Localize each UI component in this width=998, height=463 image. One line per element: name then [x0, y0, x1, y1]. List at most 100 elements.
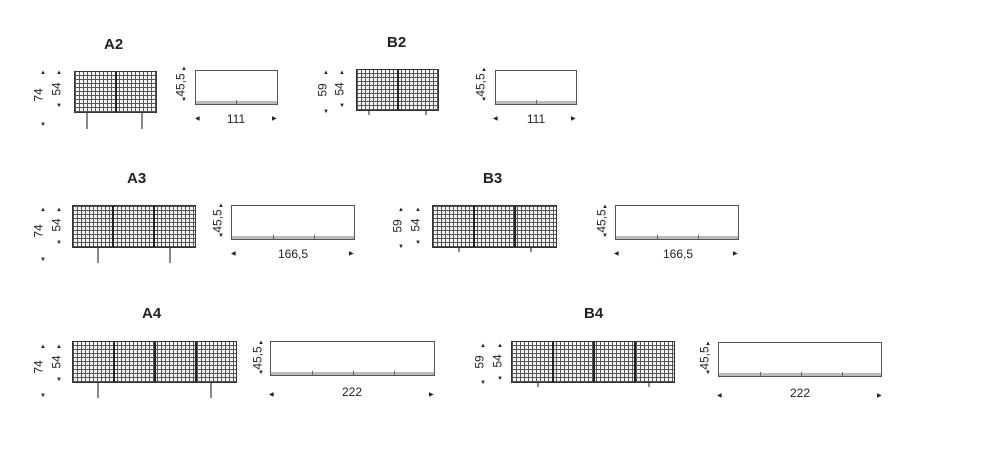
- arrow-down-icon: ▼: [481, 97, 487, 103]
- front-elevation: [72, 205, 196, 248]
- height-total-label: 59: [315, 83, 330, 97]
- height-body-label: 54: [49, 355, 64, 369]
- plan-tick: [314, 235, 315, 239]
- front-elevation: [72, 341, 237, 383]
- arrow-down-icon: ▼: [415, 240, 421, 246]
- arrow-down-icon: ▼: [398, 244, 404, 250]
- plan-tick: [312, 371, 313, 375]
- arrow-up-icon: ▲: [40, 70, 46, 76]
- height-total-label: 59: [472, 355, 487, 369]
- door-divider: [154, 342, 156, 382]
- depth-label: 45,5: [210, 209, 225, 233]
- arrow-down-icon: ▼: [40, 257, 46, 263]
- height-body-label: 54: [49, 218, 64, 232]
- plan-base: [719, 373, 881, 376]
- arrow-up-icon: ▲: [258, 340, 264, 346]
- arrow-up-icon: ▲: [497, 343, 503, 349]
- arrow-up-icon: ▲: [339, 70, 345, 76]
- variant-code: B4: [584, 305, 604, 322]
- arrow-up-icon: ▲: [323, 70, 329, 76]
- plan-view: [615, 205, 739, 240]
- variant-code: B3: [483, 170, 503, 187]
- plan-tick: [698, 235, 699, 239]
- door-divider: [153, 206, 155, 247]
- plan-tick: [236, 100, 237, 104]
- front-elevation: [356, 69, 439, 111]
- arrow-up-icon: ▲: [705, 341, 711, 347]
- height-total-label: 74: [31, 88, 46, 102]
- arrow-left-icon: ◀: [493, 116, 498, 122]
- arrow-up-icon: ▲: [415, 207, 421, 213]
- depth-label: 45,5: [250, 346, 265, 370]
- arrow-down-icon: ▼: [323, 109, 329, 115]
- door-divider: [112, 206, 114, 247]
- plan-base: [271, 372, 434, 375]
- arrow-down-icon: ▼: [480, 380, 486, 386]
- arrow-left-icon: ◀: [614, 251, 619, 257]
- plan-tick: [760, 372, 761, 376]
- width-label: 111: [226, 112, 246, 126]
- height-body-label: 54: [332, 82, 347, 96]
- height-body-label: 54: [490, 354, 505, 368]
- arrow-up-icon: ▲: [56, 344, 62, 350]
- arrow-left-icon: ◀: [231, 251, 236, 257]
- arrow-up-icon: ▲: [56, 207, 62, 213]
- plan-base: [232, 236, 354, 239]
- foot: [458, 248, 460, 252]
- front-elevation: [511, 341, 675, 383]
- arrow-down-icon: ▼: [258, 370, 264, 376]
- plan-view: [195, 70, 278, 105]
- height-total-label: 74: [31, 224, 46, 238]
- door-divider: [397, 70, 399, 110]
- height-total-label: 59: [390, 219, 405, 233]
- arrow-up-icon: ▲: [40, 344, 46, 350]
- leg: [141, 113, 143, 129]
- door-divider: [552, 342, 554, 382]
- plan-tick: [394, 371, 395, 375]
- plan-tick: [842, 372, 843, 376]
- arrow-down-icon: ▼: [705, 370, 711, 376]
- variant-code: A2: [104, 36, 124, 53]
- arrow-up-icon: ▲: [40, 207, 46, 213]
- arrow-left-icon: ◀: [269, 392, 274, 398]
- arrow-up-icon: ▲: [398, 207, 404, 213]
- arrow-down-icon: ▼: [56, 103, 62, 109]
- plan-view: [718, 342, 882, 377]
- door-divider: [514, 206, 516, 247]
- leg: [210, 383, 212, 398]
- leg: [169, 248, 171, 263]
- leg: [97, 383, 99, 398]
- variant-code: A4: [142, 305, 162, 322]
- door-divider: [195, 342, 197, 382]
- plan-tick: [273, 235, 274, 239]
- door-divider: [473, 206, 475, 247]
- arrow-down-icon: ▼: [56, 240, 62, 246]
- arrow-down-icon: ▼: [497, 376, 503, 382]
- arrow-right-icon: ▶: [733, 251, 738, 257]
- depth-label: 45,5: [594, 209, 609, 233]
- arrow-right-icon: ▶: [429, 392, 434, 398]
- arrow-up-icon: ▲: [481, 67, 487, 73]
- foot: [648, 383, 650, 387]
- plan-base: [616, 236, 738, 239]
- front-elevation: [74, 71, 157, 113]
- depth-label: 45,5: [697, 346, 712, 370]
- arrow-right-icon: ▶: [272, 116, 277, 122]
- door-divider: [634, 342, 636, 382]
- width-label: 166,5: [277, 247, 309, 261]
- leg: [97, 248, 99, 263]
- arrow-up-icon: ▲: [56, 70, 62, 76]
- plan-tick: [657, 235, 658, 239]
- arrow-down-icon: ▼: [339, 103, 345, 109]
- arrow-right-icon: ▶: [877, 393, 882, 399]
- arrow-down-icon: ▼: [40, 122, 46, 128]
- depth-label: 45,5: [473, 73, 488, 97]
- arrow-down-icon: ▼: [40, 393, 46, 399]
- arrow-down-icon: ▼: [218, 233, 224, 239]
- door-divider: [115, 72, 117, 112]
- foot: [425, 111, 427, 115]
- foot: [537, 383, 539, 387]
- plan-view: [270, 341, 435, 376]
- arrow-left-icon: ◀: [195, 116, 200, 122]
- plan-view: [231, 205, 355, 240]
